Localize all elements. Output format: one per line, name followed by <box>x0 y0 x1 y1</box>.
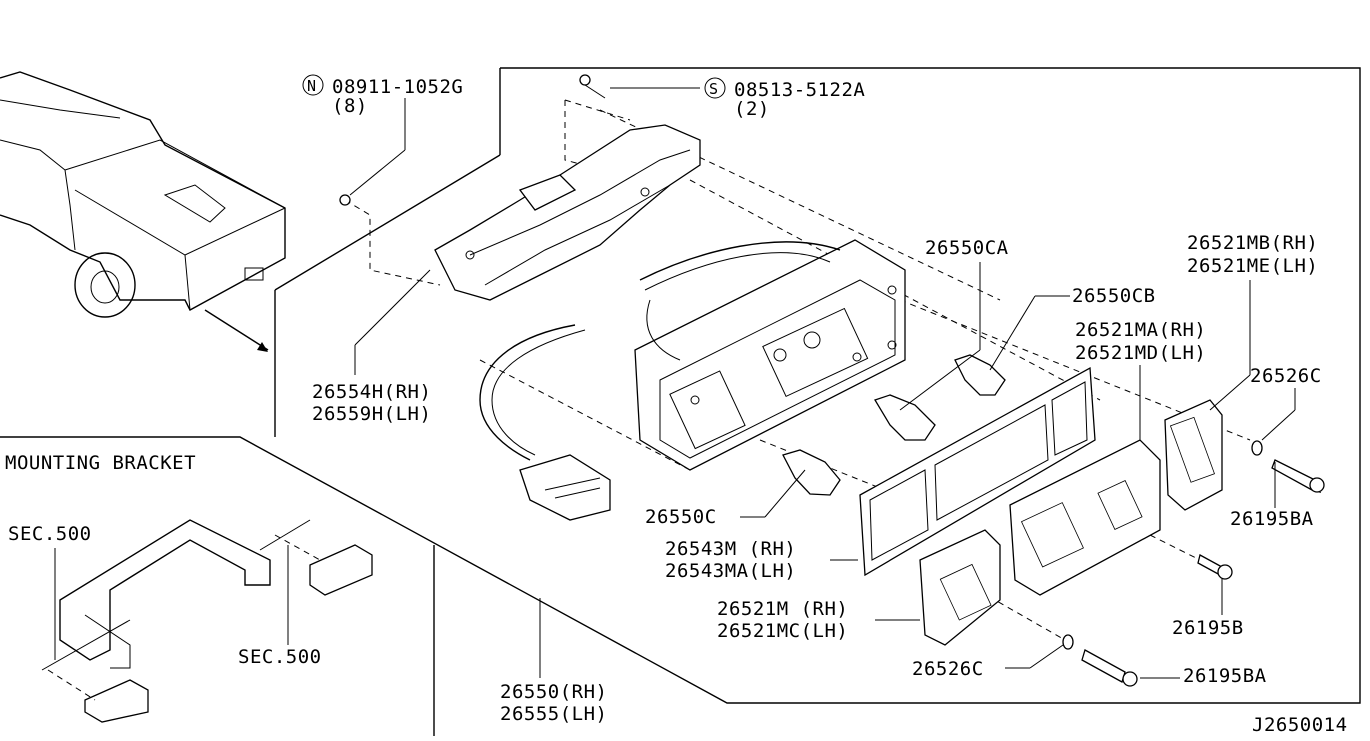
screw-qty: (2) <box>734 98 770 120</box>
washer-bottom-label: 26526C <box>912 658 984 680</box>
s-symbol-icon <box>704 77 726 99</box>
bulb-c-label: 26550C <box>645 506 717 528</box>
harness-rh-label: 26554H(RH) <box>312 381 431 403</box>
nut-symbol-letter: N <box>307 77 317 95</box>
lens-md-label: 26521MD(LH) <box>1075 342 1206 364</box>
bulbs <box>782 354 1006 496</box>
gasket <box>859 366 1096 577</box>
lens-assemblies <box>919 399 1223 646</box>
lens-me-label: 26521ME(LH) <box>1187 255 1318 277</box>
screw-part-number: 08513-5122A <box>734 79 865 101</box>
n-symbol-icon <box>302 74 324 96</box>
nut-qty: (8) <box>332 95 368 117</box>
screw-symbol-letter: S <box>709 80 719 98</box>
bulb-cb-label: 26550CB <box>1072 285 1156 307</box>
wire-harness <box>479 241 841 521</box>
lens-m-label: 26521M (RH) <box>717 598 848 620</box>
screw-b-label: 26195B <box>1172 617 1244 639</box>
gasket-rh-label: 26543M (RH) <box>665 538 796 560</box>
sec-right-label: SEC.500 <box>238 646 322 668</box>
lens-ma-label: 26521MA(RH) <box>1075 319 1206 341</box>
sec-left-label: SEC.500 <box>8 523 92 545</box>
lens-mb-label: 26521MB(RH) <box>1187 232 1318 254</box>
mounting-bracket-inset <box>41 519 373 723</box>
lamp-rh-label: 26550(RH) <box>500 681 607 703</box>
nut-part-number: 08911-1052G <box>332 76 463 98</box>
labels: N 08911-1052G (8) S 08513-5122A (2) 2655… <box>5 76 1348 736</box>
mounting-bracket-title: MOUNTING BRACKET <box>5 452 196 474</box>
leader-lines <box>54 87 1296 679</box>
lamp-housing-bracket <box>434 124 701 301</box>
diagram-frame <box>0 67 1361 736</box>
truck-illustration <box>0 71 286 352</box>
washer-top-label: 26526C <box>1250 365 1322 387</box>
hardware <box>339 74 1325 687</box>
lamp-body <box>634 239 906 471</box>
bulb-ca-label: 26550CA <box>925 237 1009 259</box>
callout-symbols <box>302 74 726 99</box>
screw-ba-bottom-label: 26195BA <box>1183 665 1267 687</box>
diagram-id: J2650014 <box>1252 714 1348 736</box>
harness-lh-label: 26559H(LH) <box>312 403 431 425</box>
lamp-lh-label: 26555(LH) <box>500 703 607 725</box>
lens-mc-label: 26521MC(LH) <box>717 620 848 642</box>
gasket-lh-label: 26543MA(LH) <box>665 560 796 582</box>
screw-ba-top-label: 26195BA <box>1230 508 1314 530</box>
